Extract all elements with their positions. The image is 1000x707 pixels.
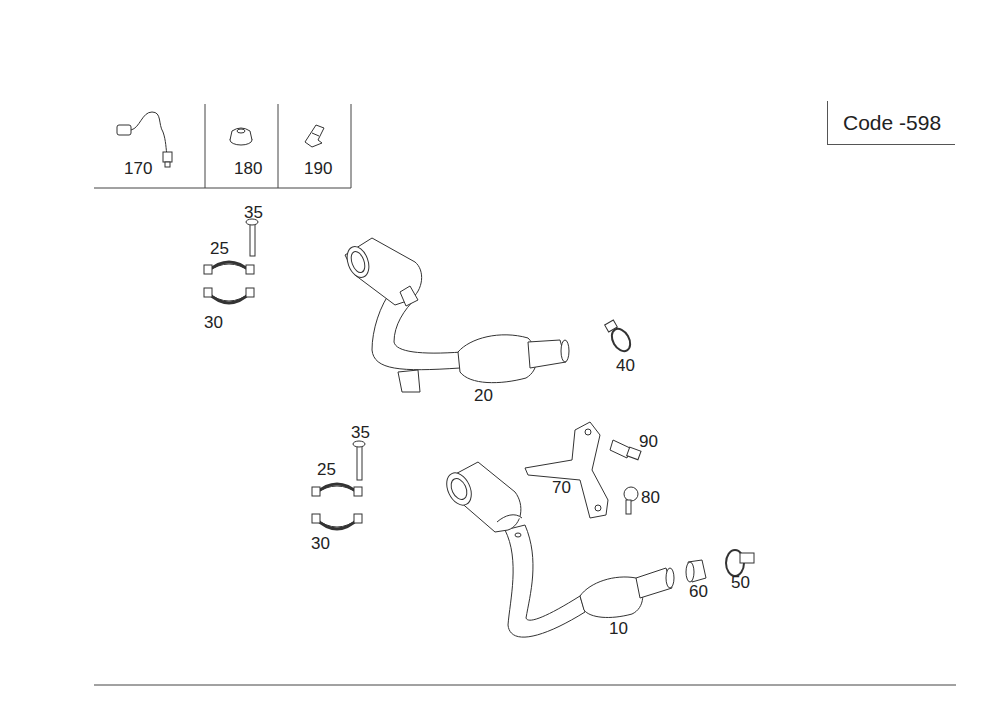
callout-number: 35 [244, 204, 263, 221]
callout-number: 35 [351, 424, 370, 441]
callout-number: 190 [304, 160, 332, 177]
callout-number: 40 [616, 357, 635, 374]
callout-number: 90 [639, 433, 658, 450]
callout-number: 50 [731, 574, 750, 591]
code-box: Code -598 [827, 101, 955, 145]
callout-number: 60 [689, 583, 708, 600]
callout-number: 25 [317, 461, 336, 478]
callout-number: 25 [210, 240, 229, 257]
callout-number: 180 [234, 160, 262, 177]
callout-number: 30 [311, 535, 330, 552]
callout-number: 170 [124, 160, 152, 177]
callout-number: 30 [204, 314, 223, 331]
callout-number: 10 [609, 620, 628, 637]
code-label: Code -598 [843, 112, 941, 133]
callout-number: 20 [474, 387, 493, 404]
callout-number: 70 [552, 479, 571, 496]
callout-number: 80 [641, 489, 660, 506]
